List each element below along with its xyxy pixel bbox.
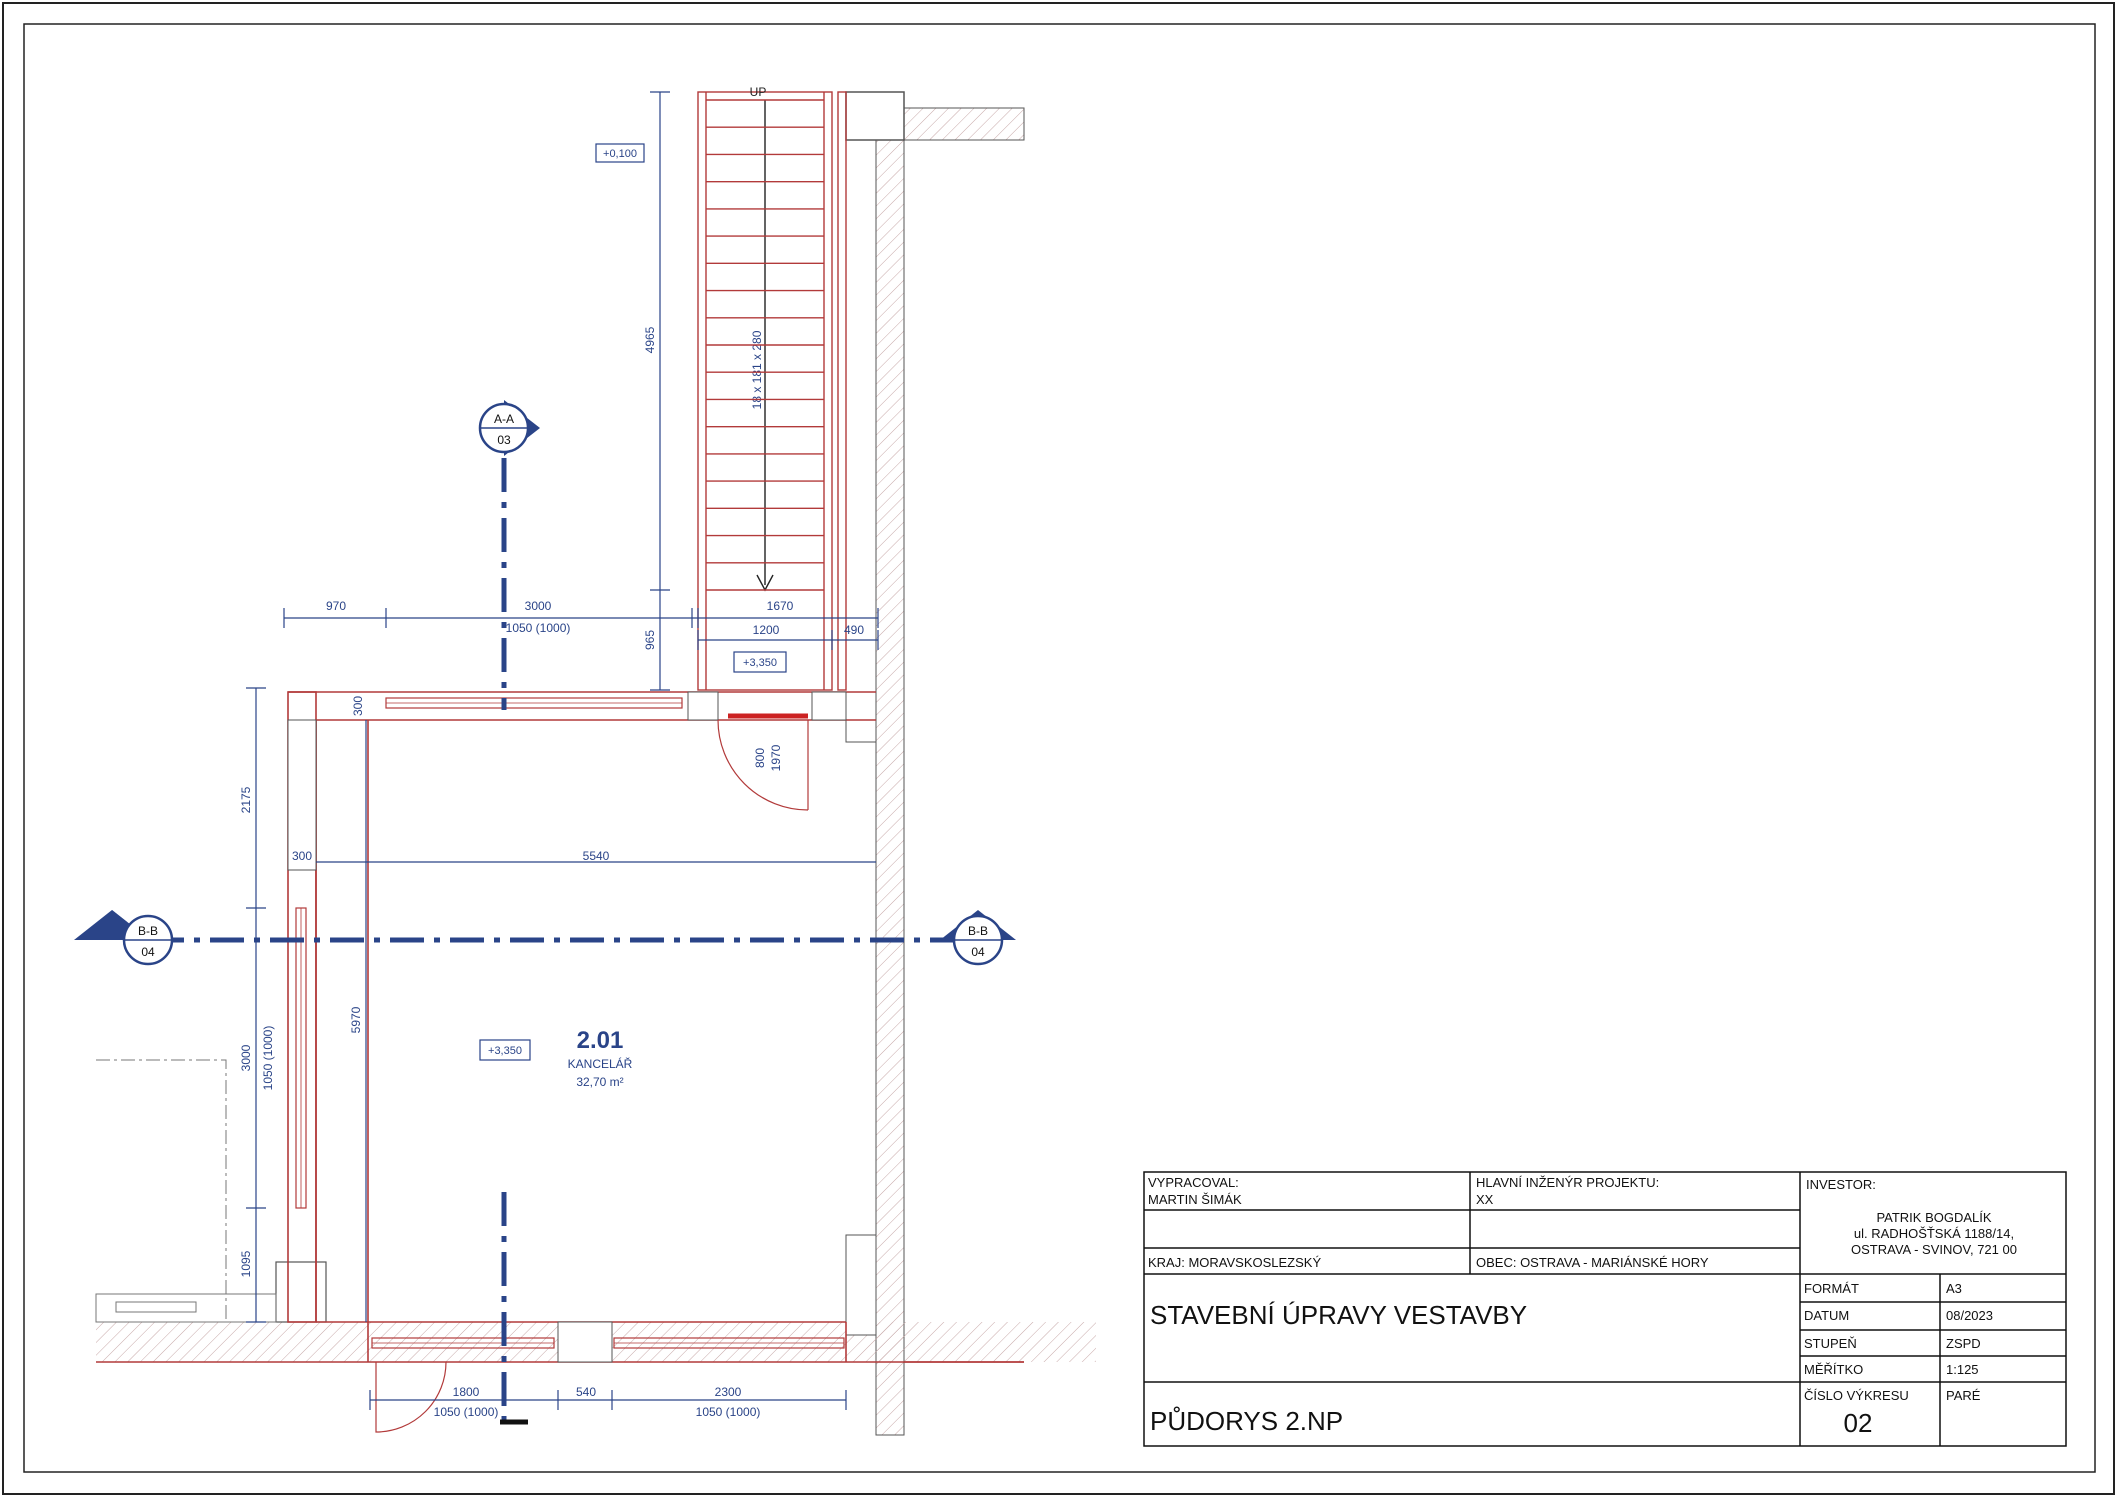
tb-hip-value: XX (1476, 1192, 1494, 1207)
dim-300-side: 300 (292, 849, 312, 863)
dim-1095: 1095 (239, 1250, 253, 1277)
tb-datum-value: 08/2023 (1946, 1308, 1993, 1323)
tb-meritko-label: MĚŘÍTKO (1804, 1362, 1863, 1377)
title-block-texts: VYPRACOVAL: MARTIN ŠIMÁK HLAVNÍ INŽENÝR … (1148, 1175, 2017, 1438)
dim-490: 490 (844, 623, 864, 637)
dim-540: 540 (576, 1385, 596, 1399)
dim-300-top: 300 (351, 696, 365, 716)
section-bb-left-sheet: 04 (141, 945, 155, 959)
tb-kraj: KRAJ: MORAVSKOSLEZSKÝ (1148, 1255, 1321, 1270)
tb-cislo-value: 02 (1844, 1408, 1873, 1438)
room-number: 2.01 (577, 1027, 624, 1054)
section-marker-aa: A-A 03 (478, 400, 540, 456)
walls (96, 91, 1096, 1436)
dim-1970: 1970 (769, 744, 783, 771)
tb-vypracoval-label: VYPRACOVAL: (1148, 1175, 1239, 1190)
dimension-texts: 970 3000 1050 (1000) 1670 1200 490 4965 … (239, 326, 864, 1419)
tb-vypracoval-value: MARTIN ŠIMÁK (1148, 1192, 1242, 1207)
level-tag-landing: +3,350 (733, 651, 787, 673)
svg-text:+0,100: +0,100 (603, 148, 637, 160)
section-bb-left-name: B-B (138, 924, 158, 938)
dim-2175: 2175 (239, 786, 253, 813)
tb-investor-label: INVESTOR: (1806, 1177, 1876, 1192)
tb-datum-label: DATUM (1804, 1308, 1849, 1323)
tb-investor-line1: PATRIK BOGDALÍK (1876, 1210, 1991, 1225)
section-bb-right-sheet: 04 (971, 945, 985, 959)
dim-3000-top: 3000 (525, 599, 552, 613)
section-marker-bb-right: B-B 04 (940, 910, 1016, 966)
dim-3000-left: 3000 (239, 1044, 253, 1071)
dim-1050-b1: 1050 (1000) (434, 1405, 499, 1419)
section-bb-right-name: B-B (968, 924, 988, 938)
tb-format-value: A3 (1946, 1281, 1962, 1296)
tb-drawing-title: PŮDORYS 2.NP (1150, 1405, 1343, 1436)
tb-stupen-value: ZSPD (1946, 1336, 1981, 1351)
dimension-lines (246, 91, 879, 1410)
tb-format-label: FORMÁT (1804, 1281, 1859, 1296)
dim-1670: 1670 (767, 599, 794, 613)
existing-element (95, 1293, 277, 1323)
level-tag-room: +3,350 (479, 1039, 531, 1061)
room-area: 32,70 m² (576, 1075, 623, 1089)
dim-4965: 4965 (643, 326, 657, 353)
dim-5540: 5540 (583, 849, 610, 863)
tb-meritko-value: 1:125 (1946, 1362, 1979, 1377)
dim-970: 970 (326, 599, 346, 613)
stair-treads (706, 99, 824, 591)
title-block (1143, 1171, 2067, 1447)
section-aa-sheet: 03 (497, 433, 511, 447)
section-lines (150, 458, 958, 1420)
tb-project-title: STAVEBNÍ ÚPRAVY VESTAVBY (1150, 1300, 1527, 1330)
tb-cislo-label: ČÍSLO VÝKRESU (1804, 1388, 1909, 1403)
tb-pare-label: PARÉ (1946, 1388, 1981, 1403)
dim-5970: 5970 (349, 1006, 363, 1033)
room-name: KANCELÁŘ (568, 1056, 633, 1071)
section-marker-bb-left: B-B 04 (74, 910, 174, 966)
dim-965: 965 (643, 630, 657, 650)
existing-outline (96, 1059, 227, 1322)
level-tag-top: +0,100 (595, 143, 645, 163)
stair-text: 18 x 181 x 280 (750, 330, 764, 409)
dim-800: 800 (753, 748, 767, 768)
stair-up-label: UP (750, 85, 767, 99)
tb-investor-line3: OSTRAVA - SVINOV, 721 00 (1851, 1242, 2017, 1257)
sheet-inner-border (23, 23, 2096, 1473)
tb-investor-line2: ul. RADHOŠŤSKÁ 1188/14, (1854, 1226, 2014, 1241)
tb-obec: OBEC: OSTRAVA - MARIÁNSKÉ HORY (1476, 1255, 1709, 1270)
dim-1050-b2: 1050 (1000) (696, 1405, 761, 1419)
dim-1800: 1800 (453, 1385, 480, 1399)
dim-1050-top: 1050 (1000) (506, 621, 571, 635)
svg-text:+3,350: +3,350 (488, 1045, 522, 1057)
tb-stupen-label: STUPEŇ (1804, 1336, 1857, 1351)
svg-text:+3,350: +3,350 (743, 657, 777, 669)
dim-1200: 1200 (753, 623, 780, 637)
section-aa-name: A-A (494, 412, 514, 426)
tb-hip-label: HLAVNÍ INŽENÝR PROJEKTU: (1476, 1175, 1659, 1190)
dim-2300: 2300 (715, 1385, 742, 1399)
dim-1050-left: 1050 (1000) (261, 1026, 275, 1091)
